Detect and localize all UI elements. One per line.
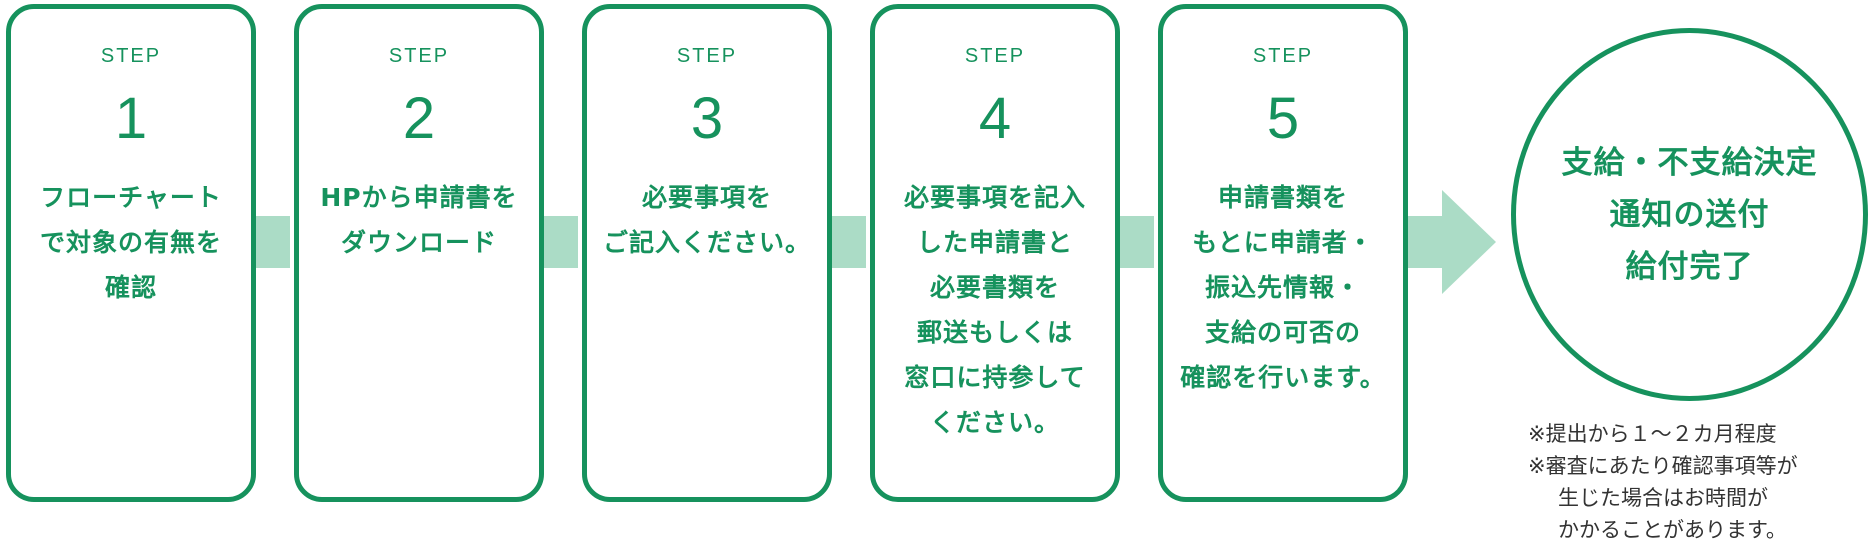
step-label: STEP [1252,45,1314,67]
arrow-right-icon [1442,190,1496,294]
step-number: 4 [978,86,1012,151]
step-number: 3 [690,86,724,151]
connector-4-5 [1120,216,1154,268]
step-label: STEP [100,45,162,67]
step-label: STEP [964,45,1026,67]
step-number: 5 [1266,86,1300,151]
result-circle: 支給・不支給決定 通知の送付 給付完了 [1511,28,1868,401]
step-number: 2 [402,86,436,151]
note-review-delay: ※審査にあたり確認事項等が 生じた場合はお時間が かかることがあります。 [1528,454,1798,542]
step-description: HPから申請書を ダウンロード [320,183,518,257]
step-card-2: STEP 2 HPから申請書を ダウンロード [294,4,544,502]
step-number: 1 [114,86,148,151]
connector-5-result [1408,216,1444,268]
step-card-3: STEP 3 必要事項を ご記入ください。 [582,4,832,502]
connector-1-2 [256,216,290,268]
step-description: フローチャート で対象の有無を 確認 [39,183,222,302]
step-card-5: STEP 5 申請書類を もとに申請者・ 振込先情報・ 支給の可否の 確認を行い… [1158,4,1408,502]
step-description: 必要事項を記入 した申請書と 必要書類を 郵送もしくは 窓口に持参して ください… [903,183,1086,437]
step-card-1: STEP 1 フローチャート で対象の有無を 確認 [6,4,256,502]
connector-2-3 [544,216,578,268]
connector-3-4 [832,216,866,268]
step-label: STEP [388,45,450,67]
result-text: 支給・不支給決定 通知の送付 給付完了 [1561,144,1818,285]
step-card-4: STEP 4 必要事項を記入 した申請書と 必要書類を 郵送もしくは 窓口に持参… [870,4,1120,502]
step-description: 申請書類を もとに申請者・ 振込先情報・ 支給の可否の 確認を行います。 [1180,183,1386,392]
step-label: STEP [676,45,738,67]
step-description: 必要事項を ご記入ください。 [602,183,811,257]
note-duration: ※提出から１〜２カ月程度 [1528,422,1777,446]
notes: ※提出から１〜２カ月程度 ※審査にあたり確認事項等が 生じた場合はお時間が かか… [1528,418,1798,546]
